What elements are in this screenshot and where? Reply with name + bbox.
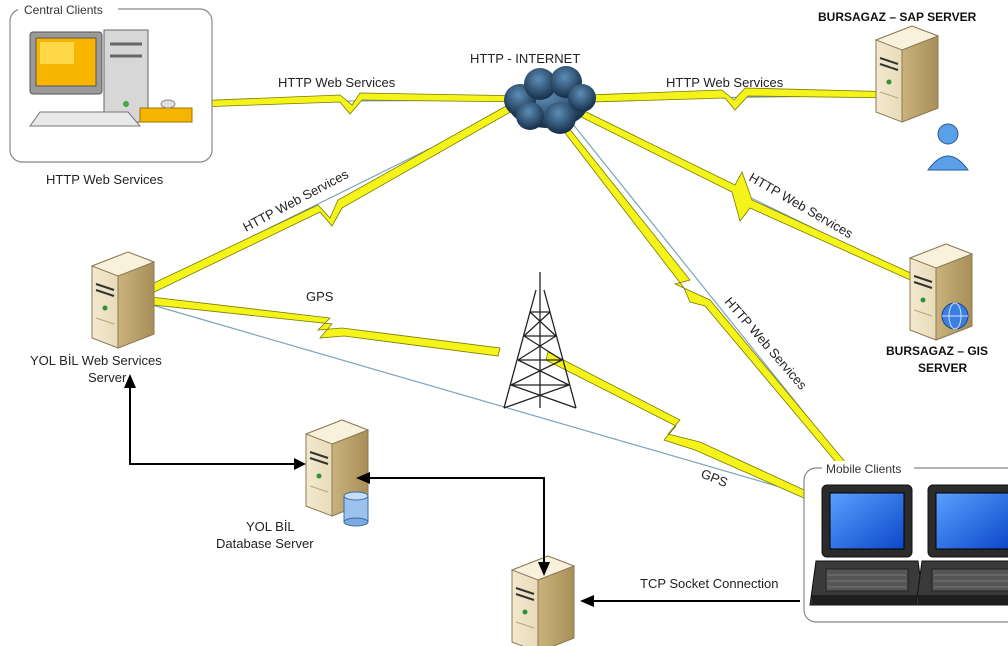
gis-server-label-line1: BURSAGAZ – GIS: [886, 344, 988, 358]
web-services-server-label-line2: Server: [88, 370, 127, 385]
arrow-head-up: [124, 374, 136, 388]
bolt-central-internet: [167, 92, 531, 115]
bolt-ws-gps: [133, 294, 501, 357]
arrow-head-left: [580, 595, 594, 607]
label-central-internet: HTTP Web Services: [278, 75, 396, 90]
bolt-internet-mobile: [551, 111, 853, 475]
database-server-label-line2: Database Server: [216, 536, 314, 551]
arrow-ws-db: [129, 382, 298, 465]
label-ws-gps: GPS: [306, 289, 334, 304]
web-services-server-label-line1: YOL BİL Web Services: [30, 353, 162, 368]
web-services-server-icon: [91, 251, 155, 349]
arrow-head-down: [538, 562, 550, 576]
sap-server-icon: [875, 25, 939, 123]
laptop-icon: [809, 484, 925, 606]
link-gps: [127, 297, 826, 501]
radio-tower-icon: [503, 272, 577, 409]
arrow-head-right: [294, 458, 306, 470]
user-icon: [927, 123, 969, 171]
central-clients-caption: HTTP Web Services: [46, 172, 164, 187]
database-server-label-line1: YOL BİL: [246, 519, 295, 534]
bolt-internet-sap: [559, 87, 901, 111]
globe-icon: [941, 302, 969, 330]
sap-server-label: BURSAGAZ – SAP SERVER: [818, 10, 977, 24]
label-mobile-gps: GPS: [699, 466, 730, 490]
label-internet-sap: HTTP Web Services: [666, 75, 784, 90]
label-ws-internet: HTTP Web Services: [240, 166, 351, 235]
label-tcp: TCP Socket Connection: [640, 576, 779, 591]
central-clients-group-label: Central Clients: [24, 3, 103, 17]
internet-cloud-icon: [504, 66, 596, 134]
database-icon: [343, 491, 369, 527]
arrow-db-socket: [364, 477, 545, 568]
internet-label: HTTP - INTERNET: [470, 51, 580, 66]
desktop-computer-icon: [29, 29, 193, 127]
mobile-clients-group-label: Mobile Clients: [826, 462, 901, 476]
laptop-icon: [915, 484, 1008, 606]
gis-server-label-line2: SERVER: [918, 361, 967, 375]
arrow-head-left: [356, 472, 370, 484]
